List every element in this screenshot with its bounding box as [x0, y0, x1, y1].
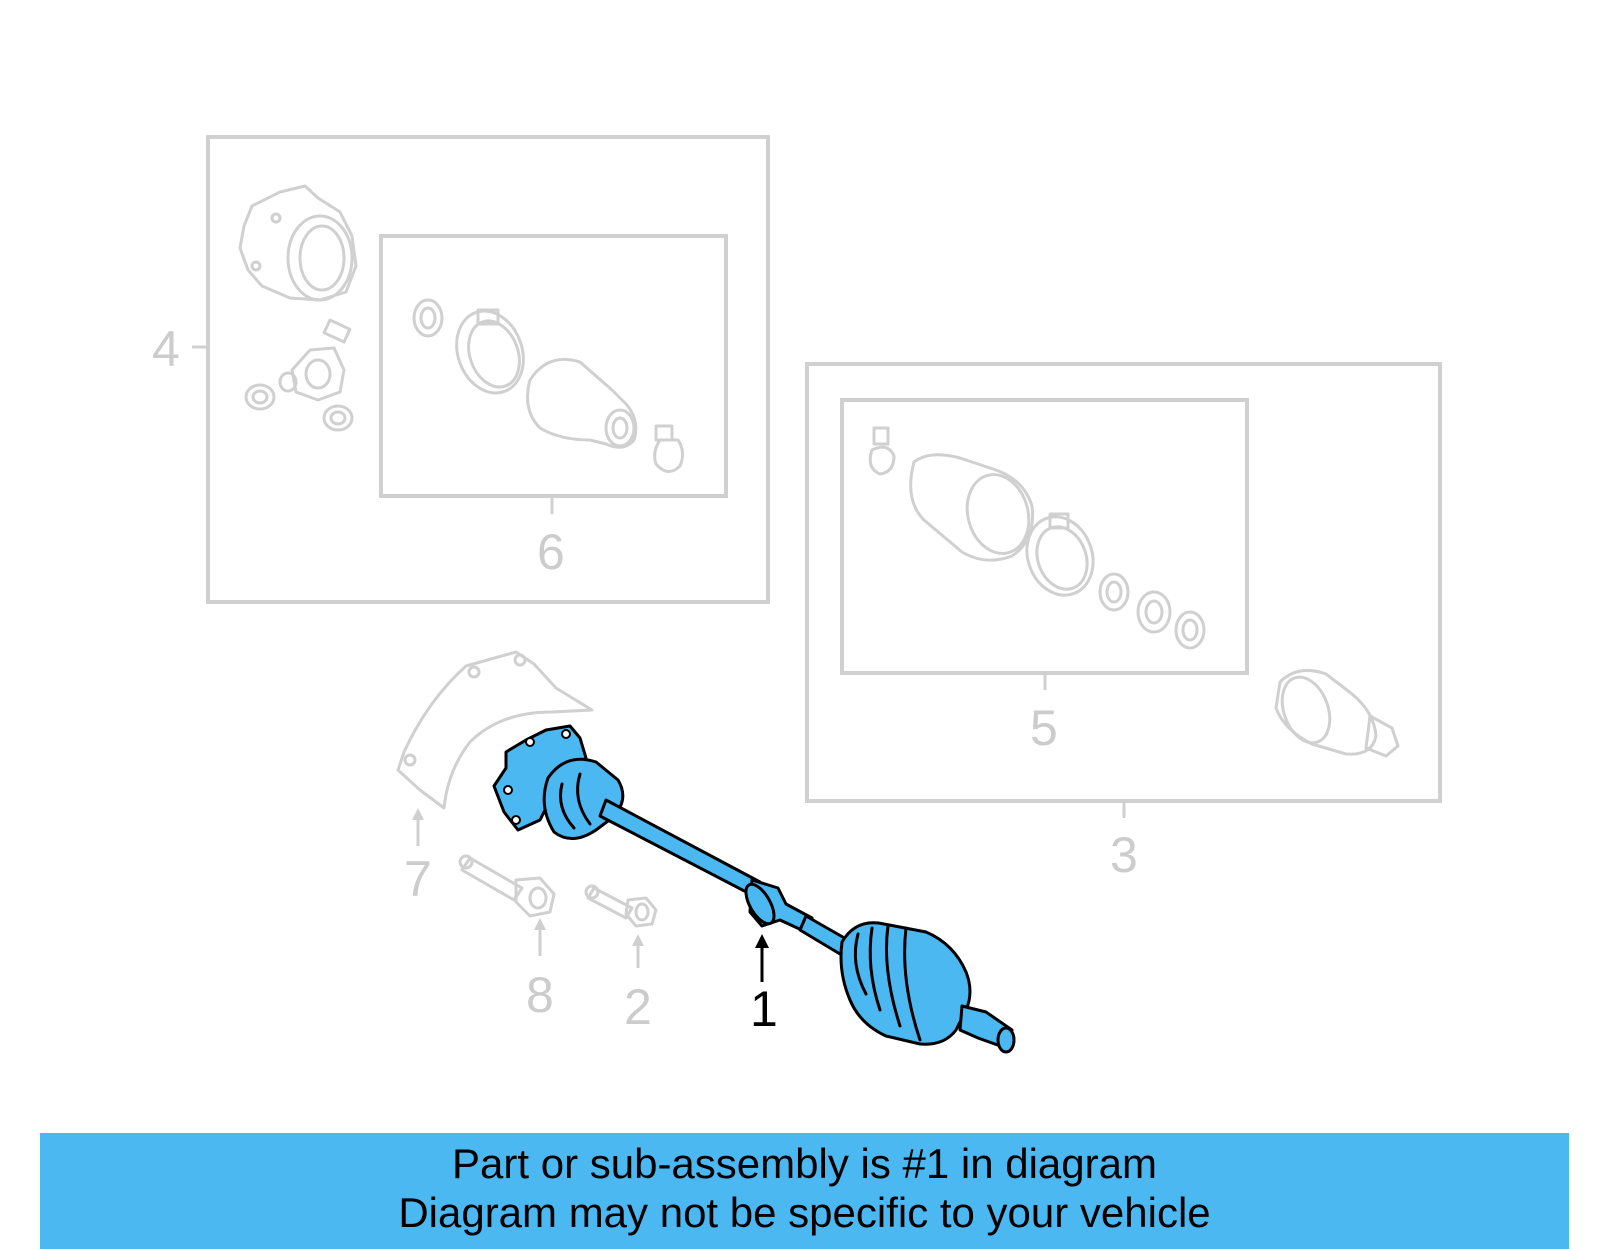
bolt-8-ghost	[458, 854, 556, 918]
heat-shield-ghost	[396, 650, 594, 810]
callout-8: 8	[526, 967, 554, 1023]
leader-2	[632, 934, 644, 968]
axle-assembly-highlight	[492, 724, 1016, 1054]
spider-ghost	[244, 318, 354, 432]
callout-1: 1	[750, 981, 778, 1037]
callout-4: 4	[152, 321, 180, 377]
boot-kit-5-ghost	[868, 426, 1206, 650]
banner-line-1: Part or sub-assembly is #1 in diagram	[452, 1140, 1157, 1187]
leader-1	[755, 934, 769, 982]
callout-3: 3	[1110, 827, 1138, 883]
joint-housing-ghost	[238, 184, 358, 302]
callout-5: 5	[1030, 700, 1058, 756]
info-banner: Part or sub-assembly is #1 in diagram Di…	[40, 1133, 1569, 1249]
group-4-box	[206, 135, 770, 604]
bolt-2-ghost	[584, 884, 658, 928]
callout-7: 7	[404, 851, 432, 907]
group-3-box	[805, 362, 1442, 803]
group-6-box	[379, 234, 728, 498]
callout-2: 2	[624, 979, 652, 1035]
leader-8	[534, 918, 546, 956]
leader-7	[412, 808, 424, 846]
group-5-box	[840, 398, 1249, 675]
callout-6: 6	[537, 524, 565, 580]
banner-line-2: Diagram may not be specific to your vehi…	[398, 1189, 1211, 1236]
outer-cv-joint-ghost	[1274, 668, 1400, 758]
boot-kit-6-ghost	[412, 298, 685, 473]
